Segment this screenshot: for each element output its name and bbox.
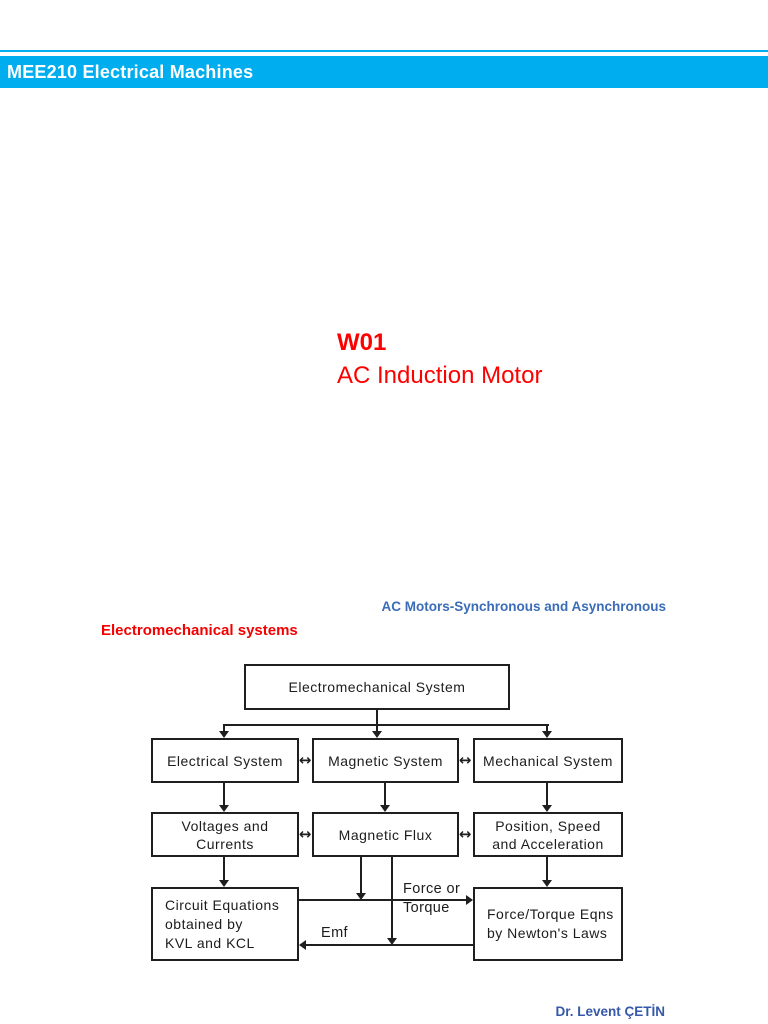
- double-arrow-icon: ↔: [298, 825, 312, 843]
- connector-line: [224, 724, 549, 726]
- connector-line: [223, 857, 225, 880]
- arrow-down-icon: [219, 731, 229, 738]
- connector-line: [223, 783, 225, 805]
- double-arrow-icon: ↔: [298, 751, 312, 769]
- connector-line: [546, 724, 548, 731]
- course-title: MEE210 Electrical Machines: [7, 61, 254, 82]
- edge-label-force-or-torque: Force or Torque: [403, 881, 461, 916]
- header-bar: MEE210 Electrical Machines: [0, 56, 768, 88]
- arrow-right-icon: [466, 895, 473, 905]
- header-accent-line: [0, 50, 768, 52]
- diagram-box-force-torque-equations: Force/Torque Eqns by Newton's Laws: [473, 887, 623, 961]
- arrow-down-icon: [387, 938, 397, 945]
- diagram-box-magnetic-system: Magnetic System: [312, 738, 459, 783]
- arrow-down-icon: [542, 880, 552, 887]
- arrow-down-icon: [219, 880, 229, 887]
- double-arrow-icon: ↔: [458, 751, 472, 769]
- title-block: W01 AC Induction Motor: [337, 326, 542, 392]
- connector-line: [299, 899, 466, 901]
- week-number: W01: [337, 329, 387, 356]
- double-arrow-icon: ↔: [458, 825, 472, 843]
- connector-line: [376, 710, 378, 731]
- connector-line: [546, 783, 548, 805]
- arrow-down-icon: [542, 731, 552, 738]
- lecture-topic: AC Induction Motor: [337, 362, 543, 389]
- connector-line: [360, 857, 362, 893]
- diagram-box-magnetic-flux: Magnetic Flux: [312, 812, 459, 857]
- arrow-left-icon: [299, 940, 306, 950]
- arrow-down-icon: [219, 805, 229, 812]
- arrow-down-icon: [542, 805, 552, 812]
- diagram-box-voltages-currents: Voltages and Currents: [151, 812, 299, 857]
- subject-label: AC Motors-Synchronous and Asynchronous: [381, 599, 666, 614]
- author-credit: Dr. Levent ÇETİN: [555, 1004, 665, 1019]
- arrow-down-icon: [356, 893, 366, 900]
- diagram-box-electrical-system: Electrical System: [151, 738, 299, 783]
- edge-label-emf: Emf: [321, 925, 348, 941]
- arrow-down-icon: [380, 805, 390, 812]
- section-label: Electromechanical systems: [101, 622, 298, 639]
- diagram-box-position-speed-acceleration: Position, Speed and Acceleration: [473, 812, 623, 857]
- arrow-down-icon: [372, 731, 382, 738]
- connector-line: [223, 724, 225, 731]
- diagram-box-circuit-equations: Circuit Equations obtained by KVL and KC…: [151, 887, 299, 961]
- connector-line: [306, 944, 473, 946]
- diagram-box-electromechanical-system: Electromechanical System: [244, 664, 510, 710]
- connector-line: [546, 857, 548, 880]
- connector-line: [384, 783, 386, 805]
- diagram-box-mechanical-system: Mechanical System: [473, 738, 623, 783]
- connector-line: [391, 857, 393, 938]
